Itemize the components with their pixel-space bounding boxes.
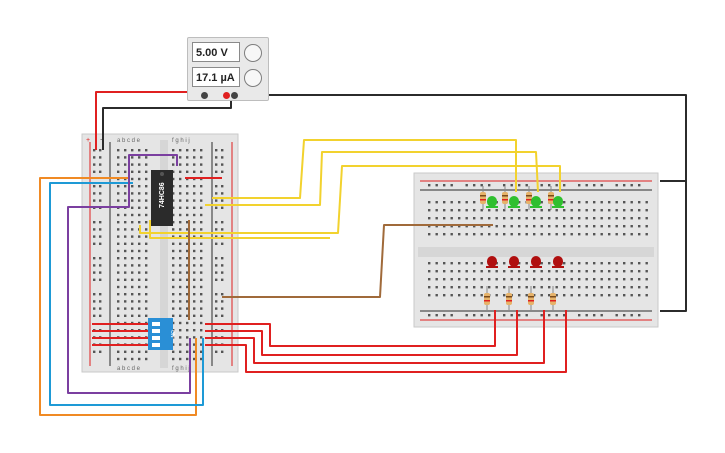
wire-red-led-1 (205, 310, 496, 347)
green-led[interactable] (530, 196, 542, 208)
resistor[interactable] (526, 186, 532, 210)
dip-on-label: ON (169, 330, 175, 338)
lb-col-letters-right: f g h i j (172, 138, 190, 144)
power-supply[interactable]: 5.00 V 17.1 µA (187, 37, 269, 101)
wires[interactable] (39, 91, 687, 416)
resistor[interactable] (528, 286, 534, 312)
chip-label: 74HC86 (159, 182, 166, 208)
red-led[interactable] (486, 256, 498, 268)
psu-terminal-red[interactable] (223, 92, 230, 99)
resistor[interactable] (484, 286, 490, 312)
right-breadboard-holes (428, 184, 648, 317)
lb-col-letters-left-bottom: a b c d e (117, 366, 141, 372)
chip-74hc86[interactable]: 74HC86 (151, 170, 173, 226)
right-components[interactable] (480, 186, 564, 312)
current-knob[interactable] (244, 69, 262, 87)
wire-purple (67, 154, 191, 394)
wire-orange (39, 177, 197, 416)
resistor[interactable] (502, 186, 508, 210)
wire-yellow-4 (149, 220, 330, 239)
resistor[interactable] (548, 186, 554, 210)
wire-brown (188, 220, 493, 320)
psu-terminal-black[interactable] (201, 92, 208, 99)
dip-switch[interactable]: ON (148, 318, 175, 350)
resistor[interactable] (550, 286, 556, 312)
lb-col-letters-right-bottom: f g h i j (172, 366, 190, 372)
wire-yellow-3 (139, 165, 561, 234)
wire-black-right (660, 181, 687, 312)
red-led[interactable] (530, 256, 542, 268)
voltage-knob[interactable] (244, 44, 262, 62)
psu-terminal-ground[interactable] (231, 92, 238, 99)
red-led[interactable] (552, 256, 564, 268)
wire-red-led-3 (205, 310, 545, 364)
lb-col-letters-left: a b c d e (117, 138, 141, 144)
green-led[interactable] (552, 196, 564, 208)
green-led[interactable] (508, 196, 520, 208)
lb-rail-plus-label: + (86, 137, 90, 144)
resistor[interactable] (506, 286, 512, 312)
red-led[interactable] (508, 256, 520, 268)
resistor[interactable] (480, 186, 486, 210)
voltage-readout: 5.00 V (192, 42, 240, 62)
wire-black-psu (102, 95, 232, 150)
wire-blue (49, 182, 204, 406)
wire-black-long (233, 94, 687, 182)
wire-red-led-4 (205, 310, 567, 373)
current-readout: 17.1 µA (192, 67, 240, 87)
wire-yellow-1 (212, 139, 517, 199)
green-led[interactable] (486, 196, 498, 208)
wire-red-led-2 (205, 310, 518, 356)
